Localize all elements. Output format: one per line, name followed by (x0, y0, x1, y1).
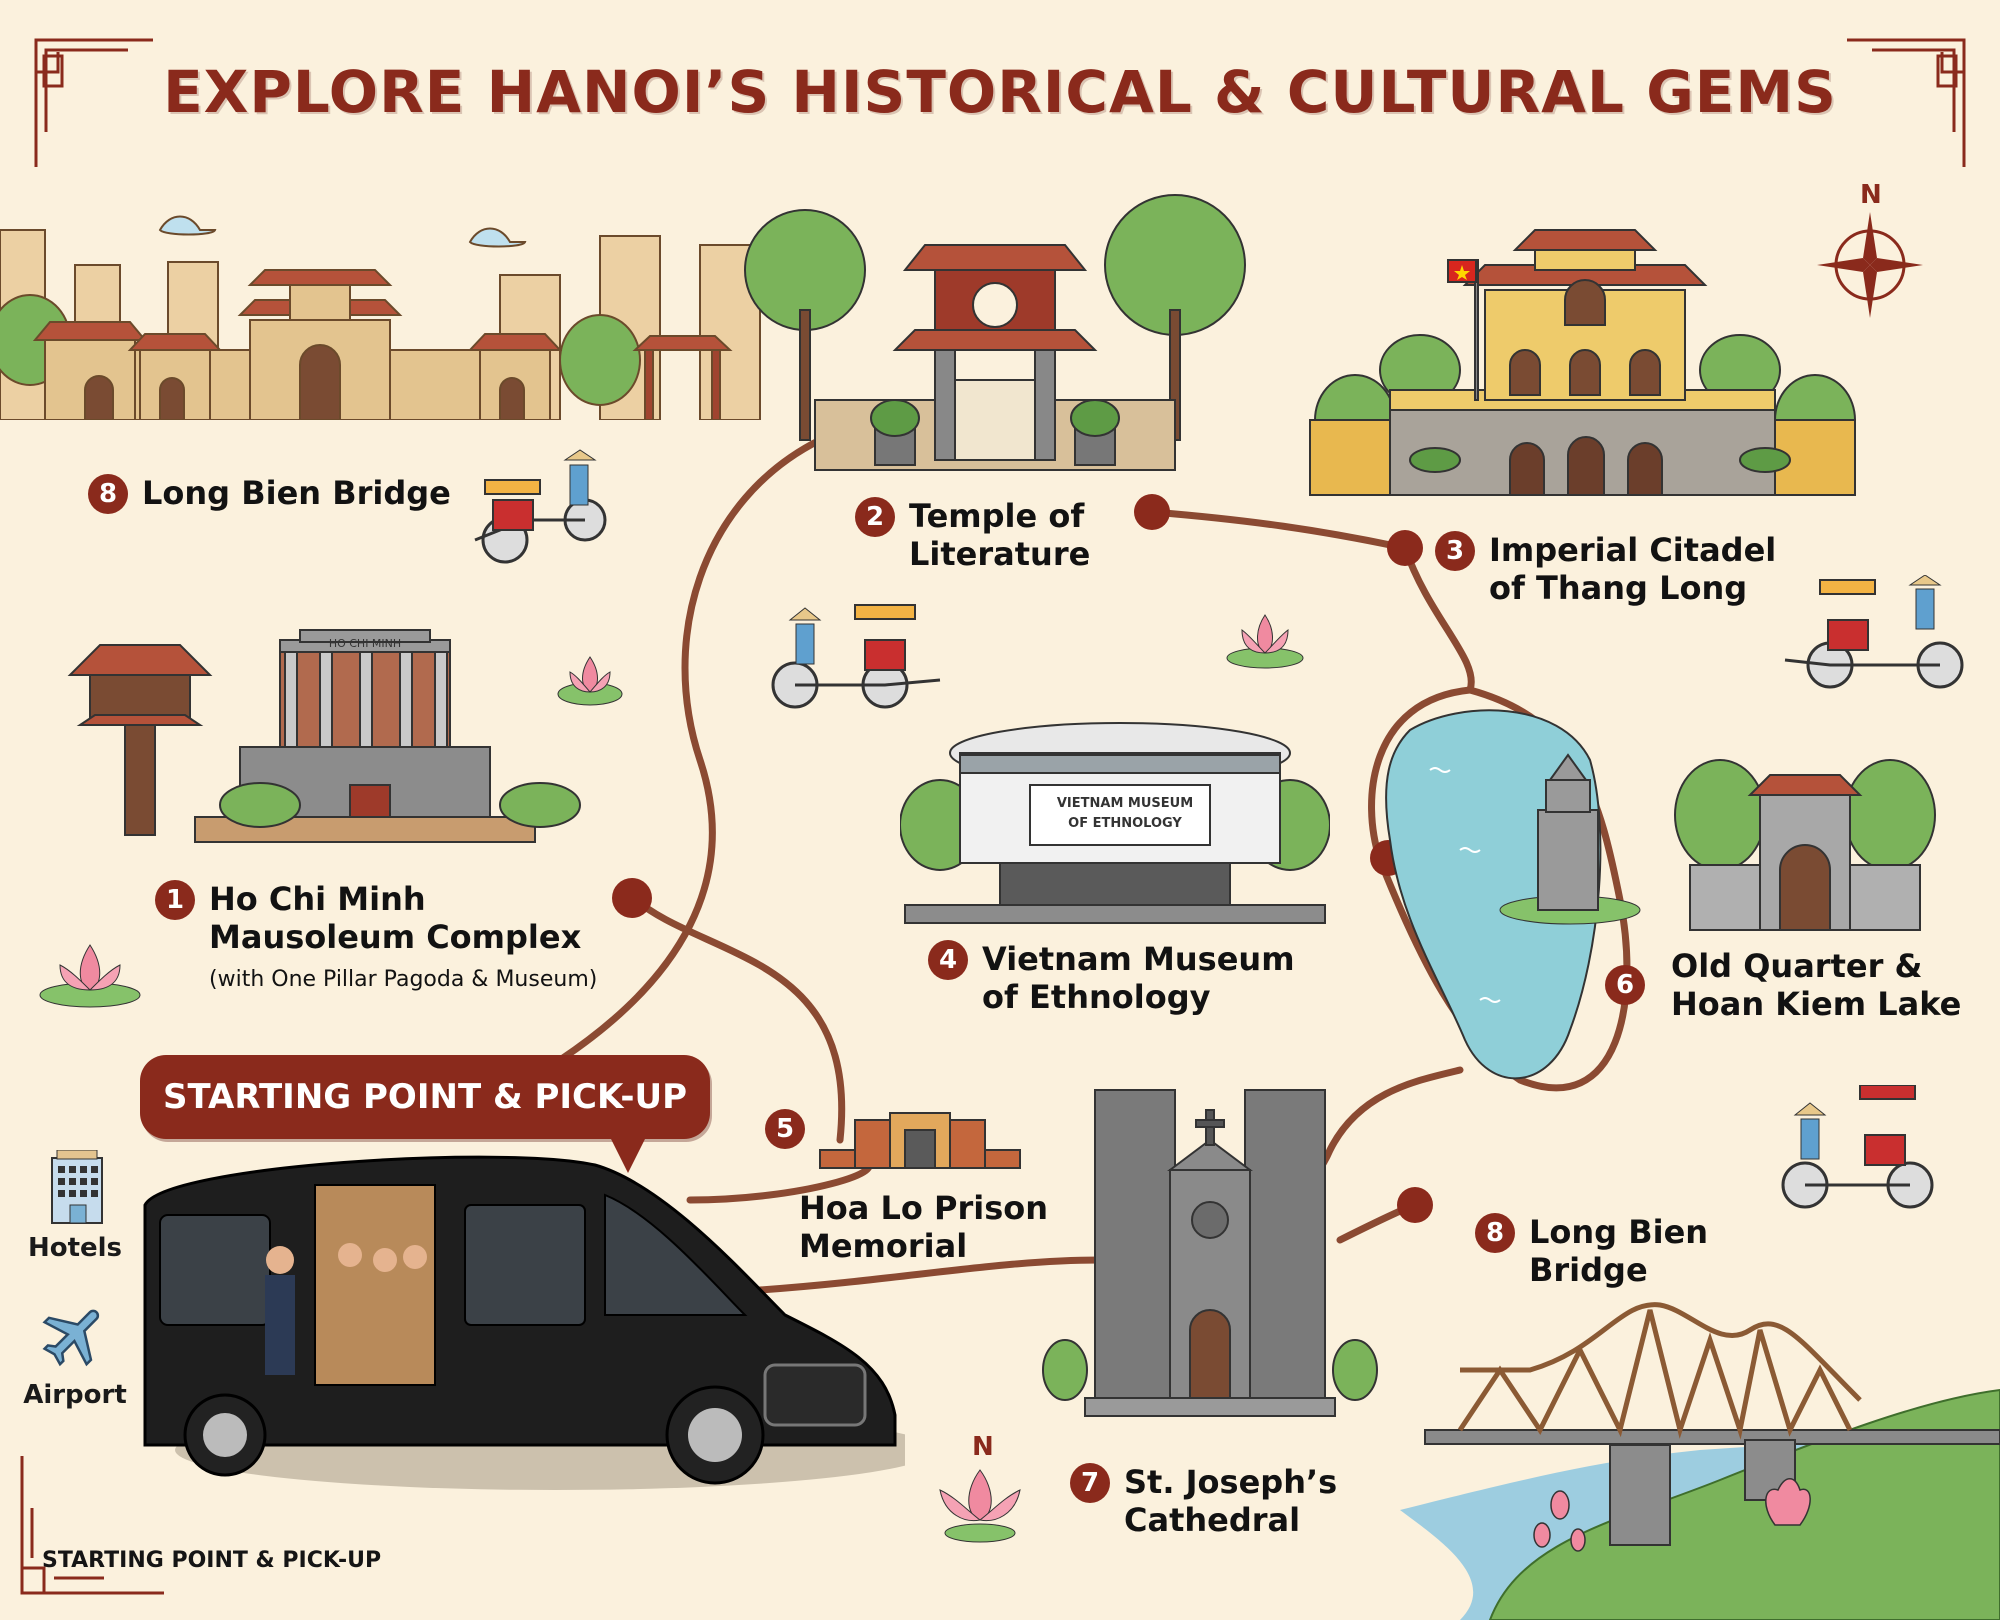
mausoleum-sign: HO CHI MINH (329, 637, 401, 650)
compass-rose-icon (1817, 212, 1923, 318)
stop-name-line1: Vietnam Museum (982, 940, 1295, 978)
stop-name-line1: Hoa Lo Prison (799, 1189, 1049, 1227)
museum-of-ethnology-illustration: VIETNAM MUSEUM OF ETHNOLOGY (900, 722, 1330, 924)
stop-number-badge: 5 (765, 1109, 805, 1149)
starting-point-callout: STARTING POINT & PICK-UP (140, 1055, 710, 1173)
lotus-compass-north-label: N (972, 1432, 994, 1462)
temple-of-literature-illustration (744, 194, 1246, 471)
stop-name-line1: Imperial Citadel (1489, 531, 1777, 569)
footer-starting-point-label: STARTING POINT & PICK-UP (42, 1548, 382, 1573)
stop-number-badge: 7 (1070, 1463, 1110, 1503)
skyline-illustration (0, 215, 761, 420)
stop-name-line1: Temple of (909, 497, 1085, 535)
stop-name-line2: Bridge (1529, 1251, 1648, 1289)
stop-name-line1: St. Joseph’s (1124, 1463, 1338, 1501)
van-illustration (143, 1155, 905, 1490)
museum-sign-line2: OF ETHNOLOGY (1068, 816, 1182, 831)
long-bien-bridge-illustration (1400, 1302, 2000, 1620)
hotels-label: Hotels (27, 1233, 123, 1263)
hoa-lo-prison-illustration (819, 1112, 1021, 1169)
ho-chi-minh-mausoleum-illustration: HO CHI MINH (67, 629, 581, 843)
stop-number-badge: 1 (155, 880, 195, 920)
lotus-icon (557, 656, 623, 706)
hotel-icon (51, 1150, 103, 1224)
stop-number-badge: 3 (1435, 531, 1475, 571)
compass-north-label: N (1860, 180, 1882, 210)
cyclo-icon (474, 449, 607, 564)
imperial-citadel-illustration (1309, 229, 1856, 496)
stop-name-line2: Mausoleum Complex (209, 918, 582, 956)
st-josephs-cathedral-illustration (1042, 1089, 1378, 1417)
stop-number-badge: 4 (928, 940, 968, 980)
cyclo-icon (1781, 1085, 1934, 1209)
lotus-icon (39, 944, 141, 1008)
stop-6-label[interactable]: 6 Old Quarter &Hoan Kiem Lake (1605, 947, 1961, 1023)
cyclo-icon (1784, 575, 1964, 689)
stop-name-line2: Hoan Kiem Lake (1671, 985, 1962, 1023)
corner-ornament-bottom-left (20, 1456, 164, 1595)
stop-number-badge: 8 (88, 474, 128, 514)
museum-sign-line1: VIETNAM MUSEUM (1057, 796, 1193, 811)
stop-name-line2: of Ethnology (982, 978, 1211, 1016)
stop-8-label-top[interactable]: 8 Long Bien Bridge (88, 474, 451, 514)
stop-name-line1: Ho Chi Minh (209, 880, 426, 918)
stop-name-line2: of Thang Long (1489, 569, 1748, 607)
lotus-icon (1226, 614, 1304, 669)
cyclo-icon (771, 604, 941, 709)
page-title: EXPLORE HANOI’S HISTORICAL & CULTURAL GE… (163, 58, 1837, 126)
corner-ornament-top-left (34, 38, 153, 167)
airport-label: Airport (23, 1380, 127, 1410)
stop-number-badge: 6 (1605, 965, 1645, 1005)
old-quarter-illustration (1674, 759, 1936, 931)
hoan-kiem-lake-illustration (1385, 709, 1641, 1080)
corner-ornament-top-right (1847, 38, 1966, 167)
stop-name-line1: Long Bien (1529, 1213, 1709, 1251)
airplane-icon (42, 1309, 100, 1367)
stop-number-badge: 8 (1475, 1213, 1515, 1253)
stop-number-badge: 2 (855, 497, 895, 537)
stop-note: (with One Pillar Pagoda & Museum) (209, 967, 598, 992)
lotus-icon (939, 1469, 1021, 1543)
stop-name: Long Bien Bridge (142, 474, 451, 512)
stop-name-line2: Literature (909, 535, 1091, 573)
stop-name-line2: Cathedral (1124, 1501, 1301, 1539)
stop-name-line1: Old Quarter & (1671, 947, 1923, 985)
stop-name-line2: Memorial (799, 1227, 968, 1265)
